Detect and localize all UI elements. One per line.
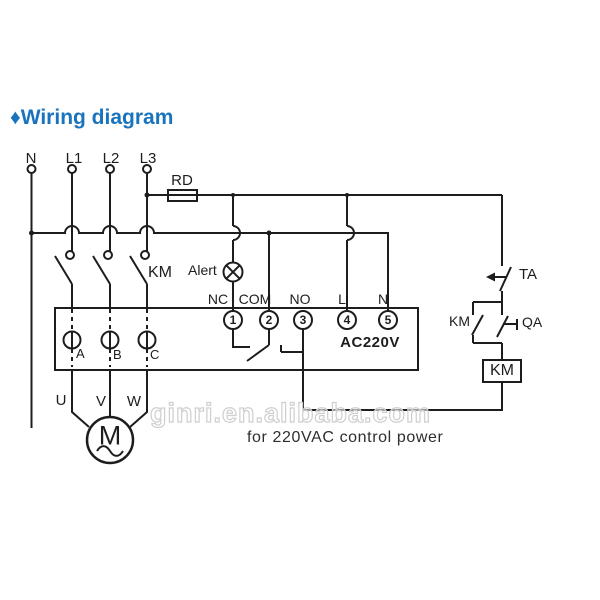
motor-symbol-label: M [98, 420, 122, 451]
contact-label-nc: NC [207, 291, 229, 307]
junction-dot [29, 230, 34, 236]
terminal-number-5: 5 [384, 313, 392, 327]
page-title: ♦Wiring diagram [10, 106, 174, 129]
motor-phase-label-u: U [55, 392, 67, 409]
control-branch [302, 195, 522, 411]
terminal-number-2: 2 [265, 313, 273, 327]
contact-label-no: NO [289, 291, 311, 307]
km-main-contacts-icon [54, 250, 150, 308]
watermark-text: ginri.en.alibaba.com [149, 397, 432, 428]
supply-label-l3: L3 [139, 150, 157, 167]
neutral-bus-wire [29, 225, 389, 311]
aux-contact-label: KM [449, 313, 470, 329]
motor-icon [85, 415, 135, 465]
contact-label-com: COM [238, 291, 272, 307]
supply-label-l1: L1 [65, 150, 83, 167]
qa-switch-icon [496, 302, 518, 338]
terminal-4-icon [337, 310, 357, 330]
km-aux-contact-icon [471, 302, 484, 343]
ac-wave-icon [96, 445, 124, 457]
coil-return-wire [302, 329, 503, 411]
terminal-5-icon [378, 310, 398, 330]
fuse-icon [167, 189, 198, 202]
sensor-terminal-label-a: A [76, 346, 85, 361]
line-branch-wire [346, 195, 355, 311]
motor-leads [71, 369, 148, 428]
relay-changeover-contact-icon [232, 329, 303, 362]
fuse-label: RD [171, 172, 193, 189]
terminal-number-4: 4 [343, 313, 351, 327]
rd-fuse-line [144, 189, 502, 202]
voltage-label: AC220V [340, 334, 400, 351]
manual-switch-label: QA [522, 314, 543, 330]
junction-dot [144, 192, 150, 198]
caption-text: for 220VAC control power [247, 429, 444, 446]
supply-wires [26, 164, 152, 428]
contact-label-n: N [377, 291, 389, 307]
terminal-number-1: 1 [229, 313, 237, 327]
thermal-contact-ta-icon [486, 266, 512, 302]
alert-lamp-icon [222, 261, 244, 283]
main-contactor-label: KM [148, 264, 172, 281]
terminal-number-3: 3 [299, 313, 307, 327]
supply-label-n: N [25, 150, 37, 167]
motor-phase-label-w: W [126, 393, 142, 410]
sensor-terminal-label-b: B [113, 347, 122, 362]
sensor-terminal-label-c: C [150, 347, 160, 362]
supply-label-l2: L2 [102, 150, 120, 167]
contact-label-l: L [338, 291, 346, 307]
coil-label: KM [490, 362, 514, 379]
motor-phase-label-v: V [95, 393, 107, 410]
alert-lamp-label: Alert [188, 262, 217, 278]
terminal-block-box [54, 307, 419, 371]
thermal-contact-label: TA [519, 266, 538, 283]
alert-lamp-branch [222, 195, 244, 311]
